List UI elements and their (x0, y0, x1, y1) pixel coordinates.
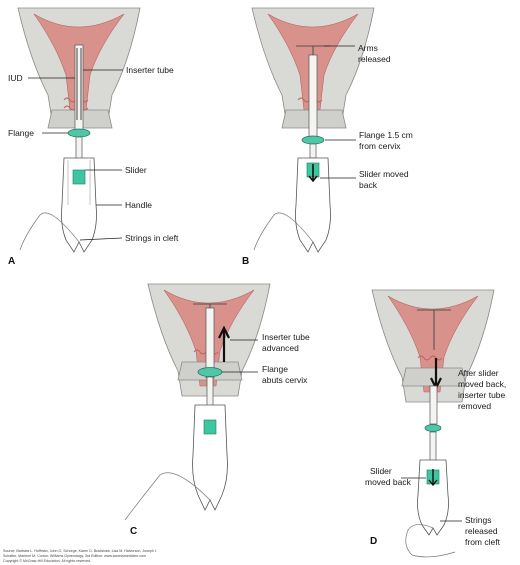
strings-a (19, 212, 80, 251)
panel-letter-b: B (242, 256, 249, 267)
label-slider-moved-back-1: Slider moved (359, 169, 409, 179)
label-flange-abuts-cervix-2: abuts cervix (262, 375, 308, 385)
source-line-2: Schaffer, Marlene M. Corton: Williams Gy… (3, 554, 146, 558)
handle-d (417, 459, 449, 536)
flange-b (301, 135, 325, 145)
label-slider-moved-back-d-2: moved back (365, 477, 412, 487)
source-line-1: Source: Barbara L. Hoffman, John O. Scho… (3, 549, 157, 553)
label-inserter-tube-advanced-2: advanced (262, 343, 299, 353)
label-flange-b-2: from cervix (359, 141, 401, 151)
panel-letter-a: A (8, 256, 15, 267)
label-arms-released-2: released (358, 54, 391, 64)
label-strings-in-cleft: Strings in cleft (125, 233, 179, 243)
inserter-tube-a (74, 44, 84, 134)
label-after-slider-3: inserter tube (458, 390, 506, 400)
handle-c (192, 404, 228, 511)
label-strings-released-1: Strings (465, 515, 491, 525)
panel-b: Arms released Flange 1.5 cm from cervix … (242, 7, 413, 267)
panel-letter-d: D (370, 536, 377, 547)
label-slider-moved-back-d-1: Slider (370, 466, 392, 476)
label-strings-released-3: from cleft (465, 537, 501, 547)
slider-a (72, 169, 86, 185)
label-iud: IUD (8, 73, 23, 83)
label-inserter-tube-advanced-1: Inserter tube (262, 332, 310, 342)
source-credit: Source: Barbara L. Hoffman, John O. Scho… (3, 549, 157, 563)
flange-d (424, 424, 442, 432)
label-after-slider-2: moved back, (458, 379, 506, 389)
label-arms-released-1: Arms (358, 43, 378, 53)
label-after-slider-4: removed (458, 401, 491, 411)
handle-a (61, 157, 97, 253)
label-flange-a: Flange (8, 128, 34, 138)
label-flange-abuts-cervix-1: Flange (262, 364, 288, 374)
panel-c: Inserter tube advanced Flange abuts cerv… (124, 283, 310, 537)
panel-letter-c: C (130, 526, 137, 537)
handle-b (295, 157, 331, 253)
panel-d: After slider moved back, inserter tube r… (365, 289, 506, 558)
advance-arrow-c (218, 325, 230, 362)
label-inserter-tube: Inserter tube (126, 65, 174, 75)
iud-in-place-d (417, 309, 451, 350)
flange-c (197, 367, 223, 377)
label-slider-moved-back-2: back (359, 180, 378, 190)
label-strings-released-2: released (465, 526, 498, 536)
uterus-illustration-d (371, 289, 495, 403)
slider-arrow-b (308, 164, 318, 183)
slider-c (203, 419, 217, 435)
label-after-slider-1: After slider (458, 368, 499, 378)
label-slider-a: Slider (125, 165, 147, 175)
source-line-3: Copyright © McGraw-Hill Education. All r… (3, 559, 91, 563)
label-handle: Handle (125, 200, 152, 210)
flange-a (67, 128, 91, 138)
label-flange-b-1: Flange 1.5 cm (359, 130, 413, 140)
panel-a: IUD Inserter tube Flange Slider Handle S… (8, 7, 179, 267)
